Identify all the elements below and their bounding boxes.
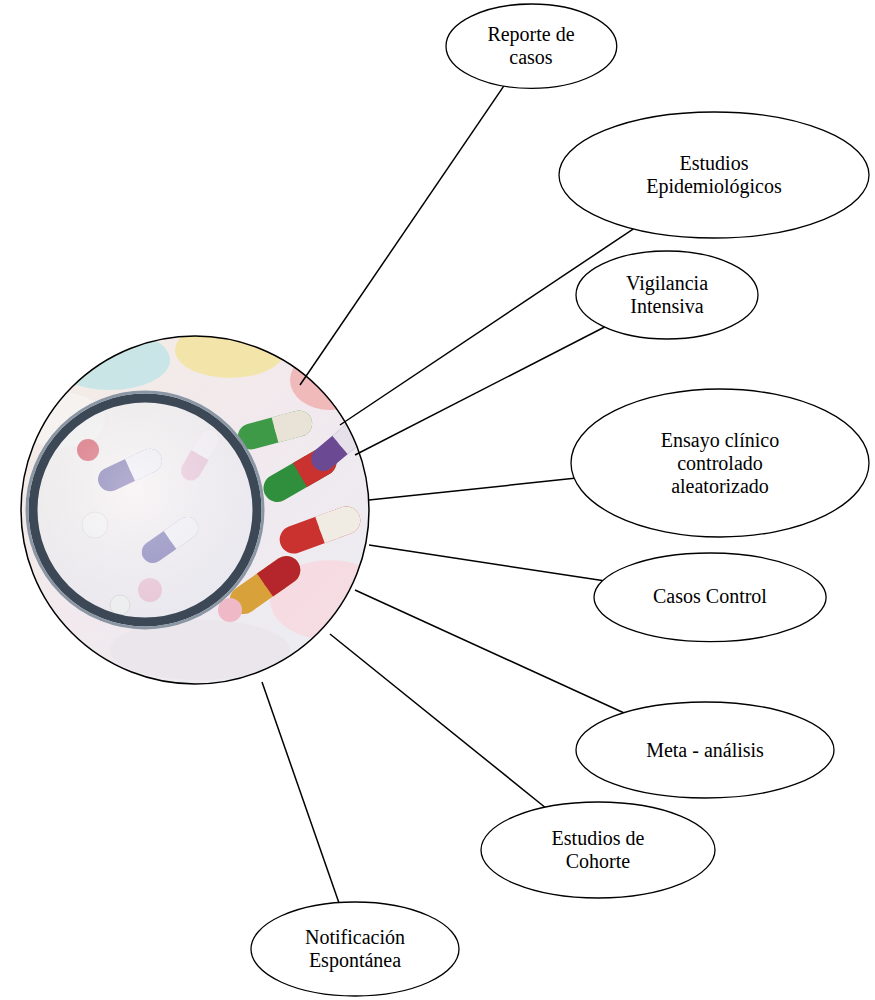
method-ellipse: Ensayo clínico controlado aleatorizado xyxy=(570,388,870,538)
leader-line xyxy=(300,86,504,385)
leader-line xyxy=(355,590,624,713)
method-ellipse: Estudios de Cohorte xyxy=(480,801,716,899)
method-ellipse: Notificación Espontánea xyxy=(250,901,460,997)
leader-line xyxy=(369,478,574,500)
method-ellipse: Casos Control xyxy=(593,552,827,643)
method-ellipse: Meta - análisis xyxy=(575,701,835,799)
leader-line xyxy=(330,634,545,807)
method-label: Estudios de Cohorte xyxy=(532,827,664,873)
method-label: Reporte de casos xyxy=(475,23,587,69)
leader-line xyxy=(340,229,633,425)
method-label: Meta - análisis xyxy=(605,739,805,762)
method-ellipse: Reporte de casos xyxy=(445,3,618,89)
method-label: Estudios Epidemiológicos xyxy=(629,152,799,198)
method-label: Notificación Espontánea xyxy=(289,926,421,972)
method-ellipse: Estudios Epidemiológicos xyxy=(558,111,870,239)
leader-line xyxy=(262,682,339,903)
leader-lines xyxy=(262,86,633,902)
photo-frame xyxy=(21,336,369,684)
method-label: Ensayo clínico controlado aleatorizado xyxy=(645,429,795,498)
method-label: Casos Control xyxy=(610,585,810,608)
method-ellipse: Vigilancia Intensiva xyxy=(575,250,759,340)
leader-line xyxy=(355,327,605,455)
leader-line xyxy=(369,545,602,581)
method-label: Vigilancia Intensiva xyxy=(611,272,723,318)
